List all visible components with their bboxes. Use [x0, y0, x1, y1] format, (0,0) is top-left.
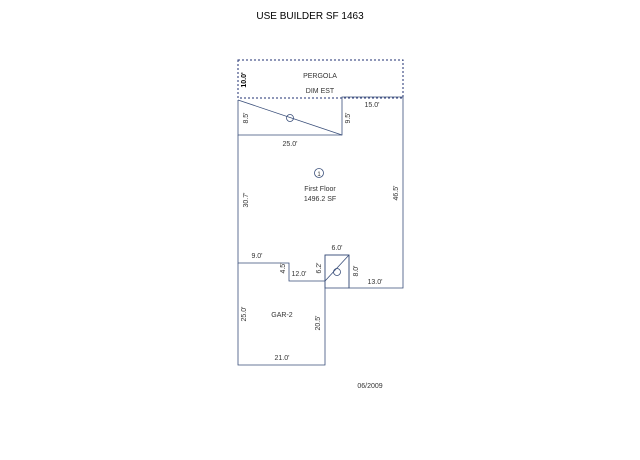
first-floor-marker-number: 1 — [317, 172, 321, 178]
dim-garage-right: 20.5' — [315, 316, 322, 331]
stair-marker-circle — [333, 268, 341, 276]
dim-bottom-right: 13.0' — [368, 279, 383, 286]
dim-stair-right: 8.0' — [353, 265, 360, 276]
dim-pergola-depth: 10.0' — [241, 72, 248, 88]
dim-porch-left: 8.5' — [243, 112, 250, 123]
pergola-label: PERGOLA — [303, 73, 337, 80]
dim-top-right: 15.0' — [365, 102, 380, 109]
garage-outline — [237, 263, 326, 366]
dim-step-mid: 12.0' — [292, 271, 307, 278]
dim-porch-right: 9.5' — [345, 112, 352, 123]
pergola-note: DIM EST — [306, 88, 335, 95]
stair-box — [324, 254, 350, 289]
first-floor-marker-circle — [314, 168, 324, 178]
porch-outline — [237, 100, 343, 136]
stair-diagonal — [324, 254, 350, 282]
dim-porch-width: 25.0' — [283, 141, 298, 148]
dim-right-side: 46.5' — [393, 186, 400, 201]
dim-garage-left: 25.0' — [241, 307, 248, 322]
porch-diagonal — [237, 99, 343, 136]
porch-marker-circle — [286, 114, 294, 122]
sketch-date: 06/2009 — [357, 383, 382, 390]
first-floor-label: First Floor — [304, 186, 336, 193]
sketch-title: USE BUILDER SF 1463 — [256, 11, 364, 22]
dim-stair-top: 6.0' — [331, 245, 342, 252]
garage-label: GAR-2 — [271, 312, 293, 319]
dim-garage-bottom: 21.0' — [275, 355, 290, 362]
dim-step-down: 4.5' — [280, 262, 287, 273]
first-floor-area: 1496.2 SF — [304, 196, 336, 203]
dim-stair-left: 6.2' — [316, 262, 323, 273]
pergola-outline — [237, 59, 404, 99]
dim-step-left: 9.0' — [251, 253, 262, 260]
dim-left-side: 30.7' — [243, 193, 250, 208]
